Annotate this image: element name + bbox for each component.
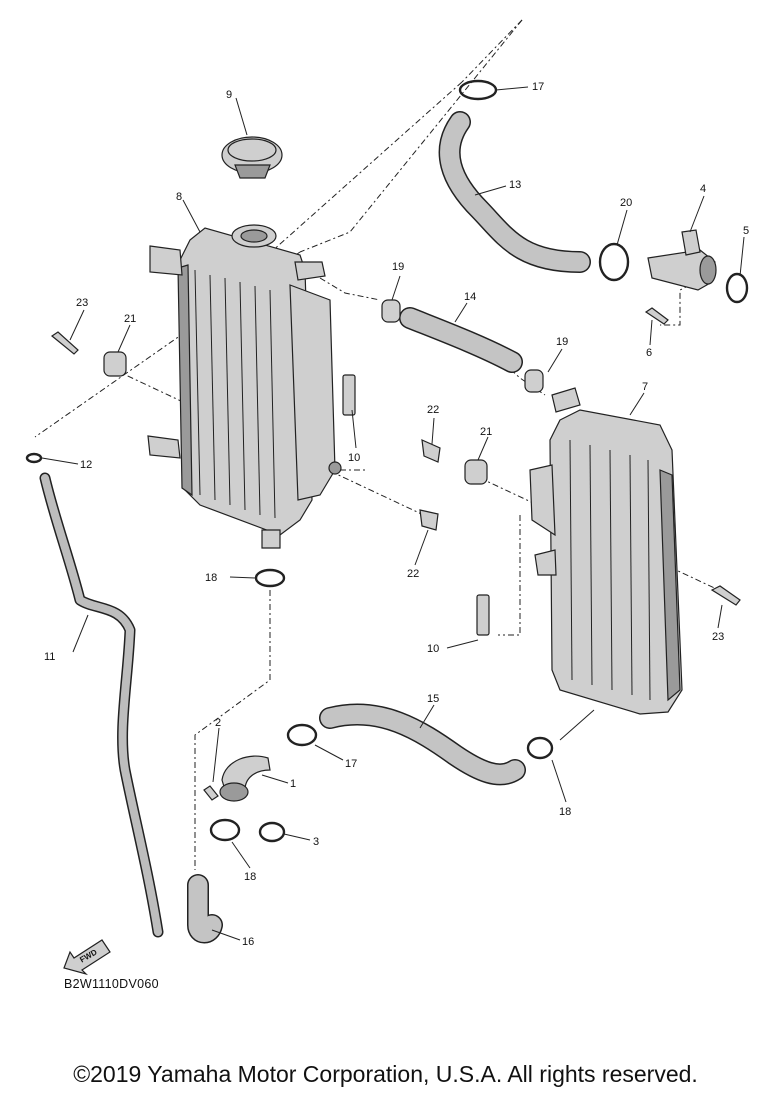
hose-16 — [187, 874, 223, 944]
diagram-code: B2W1110DV060 — [64, 977, 159, 991]
callout-5: 5 — [743, 225, 749, 237]
callout-11: 11 — [44, 651, 55, 663]
callout-3: 3 — [313, 836, 319, 848]
copyright-notice: ©2019 Yamaha Motor Corporation, U.S.A. A… — [73, 1061, 698, 1087]
radiator-exploded-diagram: 9 8 17 13 4 20 5 19 14 19 7 6 23 21 12 1… — [25, 19, 749, 976]
callout-17: 17 — [532, 81, 544, 93]
callout-1: 1 — [290, 778, 296, 790]
callout-leaders — [41, 86, 745, 941]
thermostat-joint-1 — [219, 755, 271, 802]
callout-2: 2 — [215, 717, 221, 729]
callout-19: 19 — [556, 336, 568, 348]
grommets-21 — [103, 351, 488, 485]
breather-hose-11 — [39, 472, 164, 938]
callout-18: 18 — [244, 871, 256, 883]
callout-20: 20 — [620, 197, 632, 209]
fwd-arrow-icon: FWD — [63, 939, 111, 976]
callout-18: 18 — [205, 572, 217, 584]
bolts — [50, 307, 741, 801]
o-rings — [258, 272, 749, 843]
collars-22 — [419, 439, 441, 531]
radiator-cap — [221, 136, 283, 179]
hose-bands-19 — [381, 299, 544, 393]
hose-15 — [319, 703, 526, 786]
left-radiator — [147, 224, 342, 549]
callout-22: 22 — [407, 568, 419, 580]
pipe-joint-4 — [647, 229, 717, 291]
callout-23: 23 — [712, 631, 724, 643]
hose-14 — [399, 307, 523, 373]
callout-22: 22 — [427, 404, 439, 416]
callout-18: 18 — [559, 806, 571, 818]
right-radiator — [529, 387, 683, 715]
callout-16: 16 — [242, 936, 254, 948]
callout-6: 6 — [646, 347, 652, 359]
callout-labels: 9 8 17 13 4 20 5 19 14 19 7 6 23 21 12 1… — [44, 81, 749, 948]
callout-4: 4 — [700, 183, 706, 195]
hose-13 — [438, 111, 591, 273]
callout-10: 10 — [348, 452, 360, 464]
callout-15: 15 — [427, 693, 439, 705]
callout-12: 12 — [80, 459, 92, 471]
callout-9: 9 — [226, 89, 232, 101]
dampers-10 — [342, 374, 490, 636]
callout-23: 23 — [76, 297, 88, 309]
callout-19: 19 — [392, 261, 404, 273]
callout-7: 7 — [642, 381, 648, 393]
callout-17: 17 — [345, 758, 357, 770]
callout-21: 21 — [124, 313, 136, 325]
callout-21: 21 — [480, 426, 492, 438]
callout-14: 14 — [464, 291, 476, 303]
callout-13: 13 — [509, 179, 521, 191]
callout-8: 8 — [176, 191, 182, 203]
callout-10: 10 — [427, 643, 439, 655]
hose-clamps — [25, 79, 630, 842]
